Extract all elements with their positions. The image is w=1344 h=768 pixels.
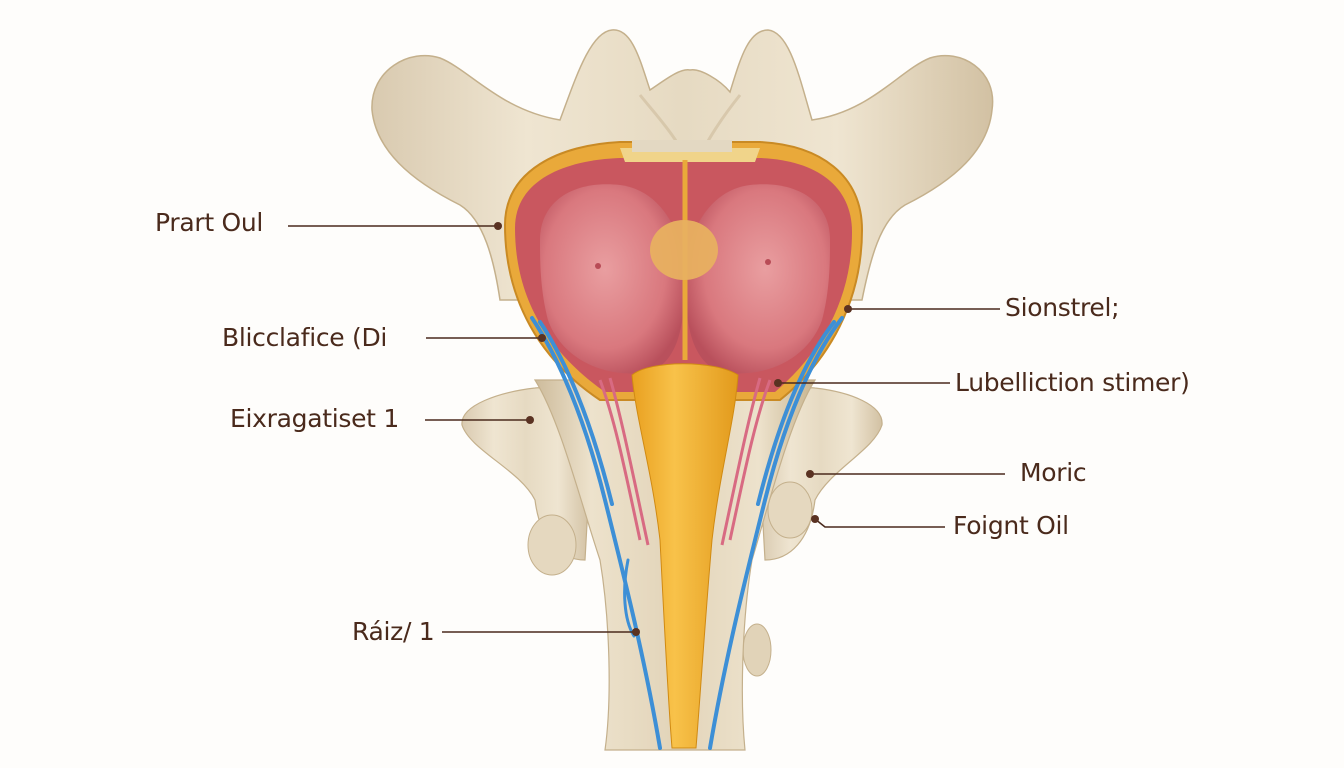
- label-prart-oul: Prart Oul: [155, 208, 264, 237]
- right-lobe: [685, 184, 830, 374]
- tissue-strands: [598, 377, 772, 546]
- leader-lines: [288, 225, 1005, 633]
- label-lubelliction-stimer: Lubelliction stimer): [955, 368, 1190, 397]
- central-spot: [650, 220, 718, 280]
- label-raiz: Ráiz/ 1: [352, 617, 435, 646]
- label-blicclafice: Blicclafice (Di: [222, 323, 388, 352]
- blue-vessels: [530, 316, 844, 750]
- left-lobe: [540, 184, 685, 374]
- leader-anchors: [494, 222, 852, 636]
- label-sionstrel: Sionstrel;: [1005, 293, 1120, 322]
- yellow-core: [631, 363, 739, 749]
- label-moric: Moric: [1020, 458, 1087, 487]
- label-foignt-oil: Foignt Oil: [953, 511, 1069, 540]
- label-eixragatiset: Eixragatiset 1: [230, 404, 399, 433]
